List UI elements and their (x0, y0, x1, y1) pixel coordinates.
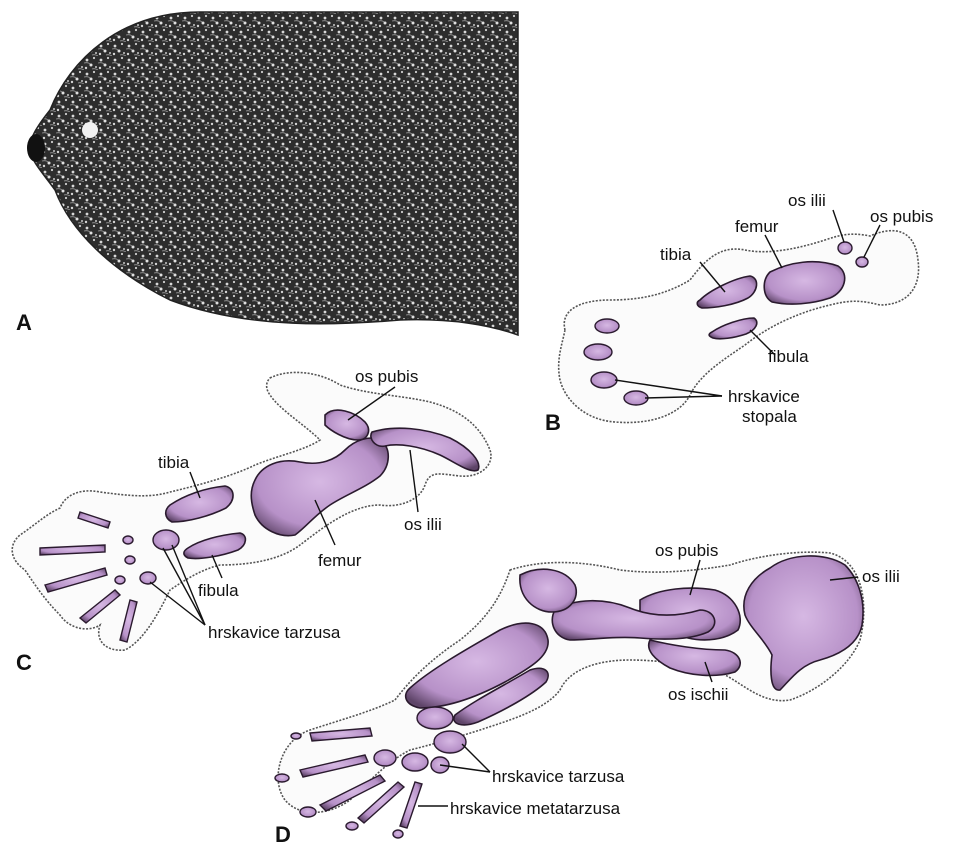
tarsal-d-3 (402, 753, 428, 771)
os-pubis-b (856, 257, 868, 267)
panel-b-early-cartilage: os ilii os pubis femur tibia fibula hrsk… (545, 191, 933, 435)
tarsal-d-4 (374, 750, 396, 766)
phalanx-d-1 (291, 733, 301, 739)
label-b-hrskavice-line1: hrskavice (728, 387, 800, 406)
foot-cartilage-b-3 (591, 372, 617, 388)
phalanx-d-4 (346, 822, 358, 830)
panel-label-c: C (16, 650, 32, 675)
limb-outline-c (12, 372, 491, 650)
label-b-hrskavice-line2: stopala (742, 407, 797, 426)
tarsal-d-2 (434, 731, 466, 753)
panel-label-d: D (275, 822, 291, 845)
panel-d-adult-limb: os pubis os ilii os ischii hrskavice tar… (275, 541, 900, 845)
label-c-fibula: fibula (198, 581, 239, 600)
limb-bud-tissue (30, 12, 518, 335)
label-b-femur: femur (735, 217, 779, 236)
panel-label-b: B (545, 410, 561, 435)
panel-c-later-limb: os pubis tibia os ilii femur fibula hrsk… (12, 367, 491, 675)
tarsal-d-1 (417, 707, 453, 729)
label-c-hrskavice-tarzusa: hrskavice tarzusa (208, 623, 341, 642)
label-d-os-ilii: os ilii (862, 567, 900, 586)
limb-bud-tip (27, 134, 45, 162)
label-b-tibia: tibia (660, 245, 692, 264)
label-d-hrskavice-tarzusa: hrskavice tarzusa (492, 767, 625, 786)
label-d-os-ischii: os ischii (668, 685, 728, 704)
label-d-hrskavice-metatarzusa: hrskavice metatarzusa (450, 799, 621, 818)
tarsal-c-4 (115, 576, 125, 584)
label-b-fibula: fibula (768, 347, 809, 366)
os-ilii-b (838, 242, 852, 254)
label-b-os-ilii: os ilii (788, 191, 826, 210)
label-c-tibia: tibia (158, 453, 190, 472)
panel-a-limb-bud: A (16, 12, 518, 335)
foot-cartilage-b-4 (624, 391, 648, 405)
phalanx-d-3 (300, 807, 316, 817)
tarsal-c-5 (123, 536, 133, 544)
label-b-os-pubis: os pubis (870, 207, 933, 226)
tarsal-c-2 (140, 572, 156, 584)
foot-cartilage-b-2 (584, 344, 612, 360)
tarsal-c-1 (153, 530, 179, 550)
vessel-hole (82, 122, 98, 138)
tarsal-c-3 (125, 556, 135, 564)
label-d-os-pubis: os pubis (655, 541, 718, 560)
phalanx-d-2 (275, 774, 289, 782)
label-c-os-pubis: os pubis (355, 367, 418, 386)
label-c-femur: femur (318, 551, 362, 570)
metatarsal-d-5 (400, 782, 422, 828)
phalanx-d-5 (393, 830, 403, 838)
foot-cartilage-b-1 (595, 319, 619, 333)
leader-d-tarzusa-1 (462, 744, 490, 772)
panel-label-a: A (16, 310, 32, 335)
label-c-os-ilii: os ilii (404, 515, 442, 534)
